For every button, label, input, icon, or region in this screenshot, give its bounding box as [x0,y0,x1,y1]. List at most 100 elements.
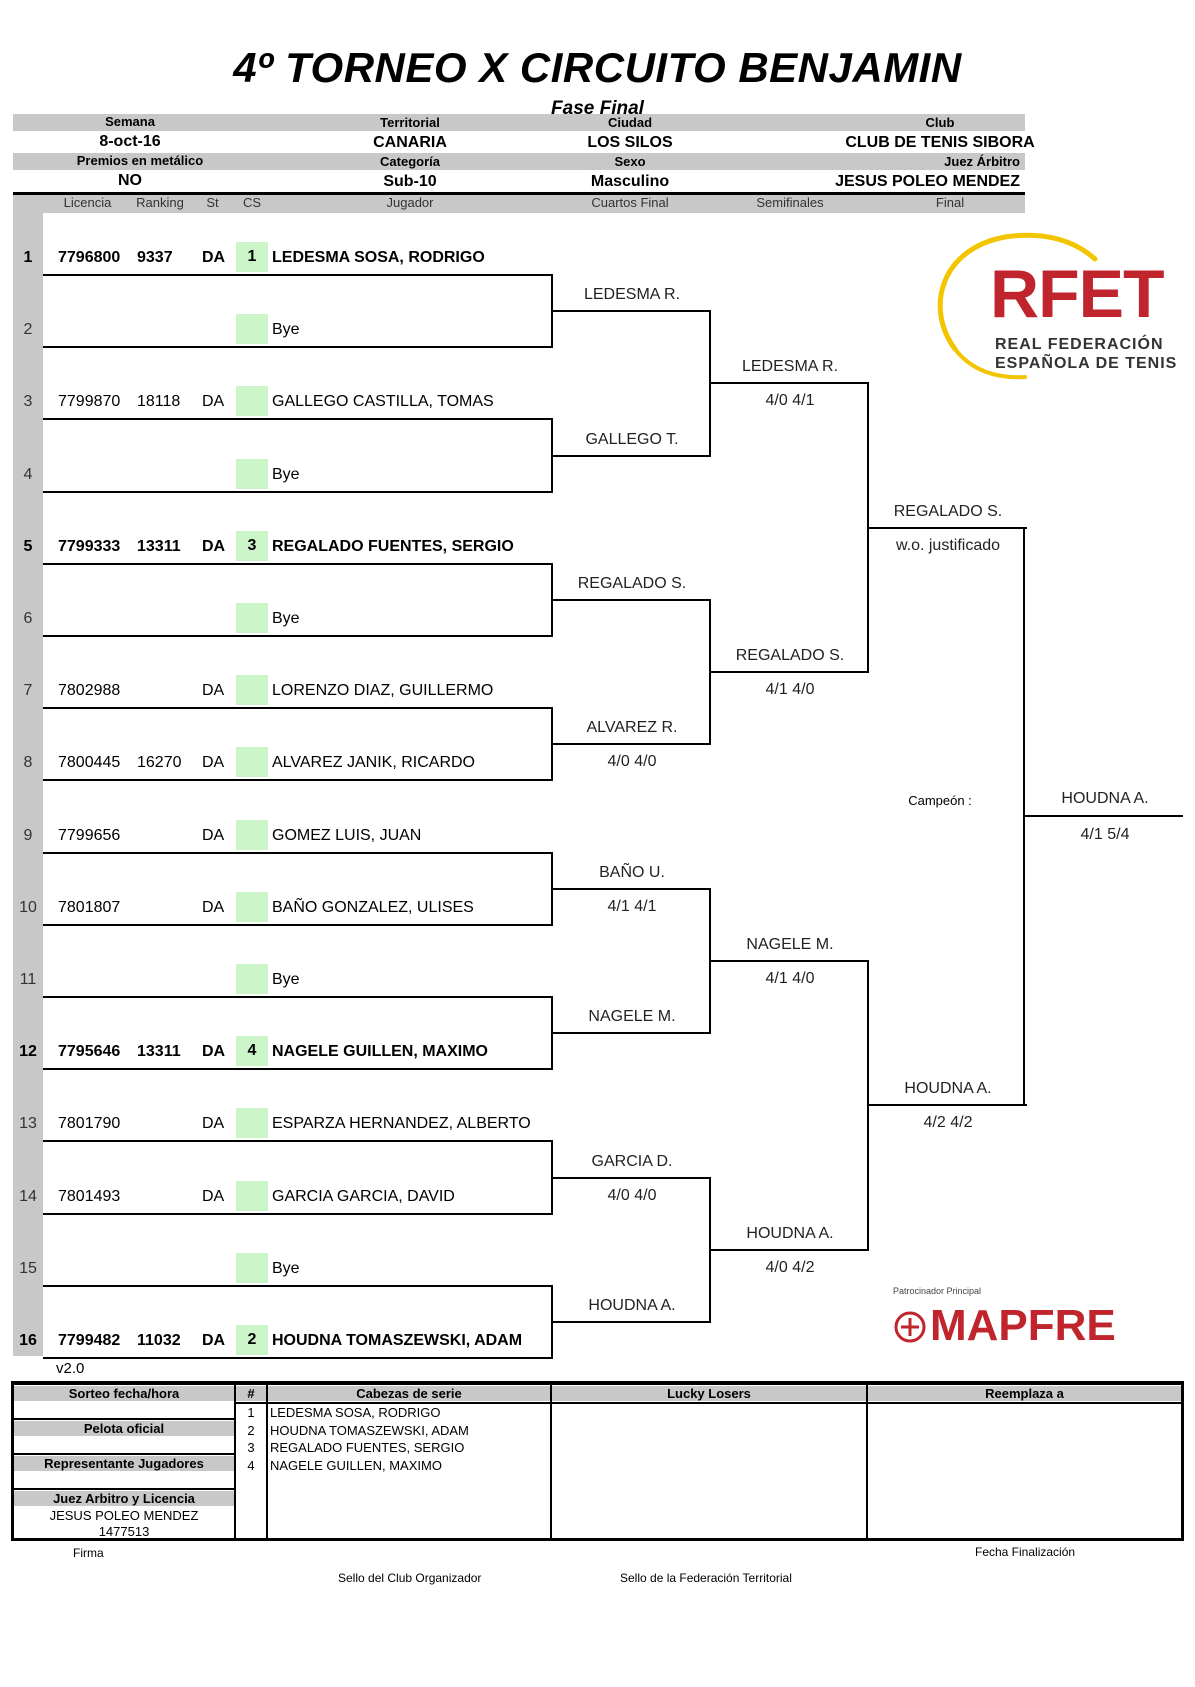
draw-position-number: 9 [23,826,33,844]
rfet-logo [925,229,1125,389]
mapfre-emblem-icon [893,1310,927,1344]
sf-winner: NAGELE M. [746,935,834,953]
col-final: Final [935,195,965,210]
qf-winner: LEDESMA R. [583,286,681,304]
player-line [43,923,553,926]
footer-juez-label: Juez Arbitro y Licencia [14,1491,234,1506]
player-seed [236,964,268,994]
bracket-connector [709,887,711,1035]
value-categoria: Sub-10 [383,173,437,190]
qf-line [553,1320,711,1323]
footer-col-divider-4 [866,1383,868,1539]
player-licencia: 7800445 [58,754,121,772]
player-licencia: 7801790 [58,1115,121,1133]
draw-position-number: 8 [23,754,33,772]
qf-line [553,454,711,457]
footer-sorteo-label: Sorteo fecha/hora [14,1386,234,1401]
draw-position-number: 16 [19,1332,37,1349]
player-seed: 3 [236,530,268,561]
col-semifinales: Semifinales [756,195,824,210]
player-seed [236,675,268,706]
draw-position-number: 10 [19,898,37,916]
seed-name: NAGELE GUILLEN, MAXIMO [270,1457,442,1473]
draw-position-number: 12 [19,1043,37,1061]
player-line [43,1357,553,1359]
sf-line [711,671,869,674]
draw-position-number: 7 [23,682,33,700]
qf-winner: HOUDNA A. [588,1296,676,1314]
footer-fecha-fin: Fecha Finalización [975,1545,1076,1559]
col-jugador: Jugador [386,195,434,210]
player-seed [236,386,268,417]
champion-line [1023,815,1183,817]
header-band-2 [13,153,1025,170]
label-categoria: Categoría [380,154,440,169]
seed-name: LEDESMA SOSA, RODRIGO [270,1405,441,1420]
player-seed [236,1108,268,1139]
value-ciudad: LOS SILOS [587,134,673,151]
player-licencia: 7799482 [58,1332,121,1349]
sf-line [711,1248,869,1251]
player-name: ESPARZA HERNANDEZ, ALBERTO [272,1115,531,1133]
player-name: REGALADO FUENTES, SERGIO [272,537,514,555]
seed-number: 2 [247,1422,255,1438]
player-status: DA [202,826,225,844]
player-licencia: 7799656 [58,826,121,844]
draw-position-bar [13,213,43,1356]
footer-sorteo-field[interactable] [14,1402,234,1420]
player-line [43,1068,553,1071]
final-score: 4/2 4/2 [923,1114,973,1132]
bracket-connector [709,310,711,457]
footer-representante-field[interactable] [14,1472,234,1490]
player-ranking: 11032 [137,1332,181,1349]
label-juez: Juez Árbitro [944,154,1020,169]
qf-line [553,598,711,601]
footer-header-line [236,1402,1181,1404]
player-line [43,490,553,493]
player-line [43,274,553,276]
champion-name: HOUDNA A. [1061,790,1149,807]
draw-position-number: 13 [19,1115,37,1133]
final-winner: HOUDNA A. [904,1080,992,1098]
player-name: BAÑO GONZALEZ, ULISES [272,898,474,916]
seed-number: 1 [247,1405,255,1420]
footer-pelota-field[interactable] [14,1437,234,1455]
footer-seed-num-header: # [236,1386,266,1401]
player-line [43,418,553,421]
player-status: DA [202,393,225,411]
draw-position-number: 4 [23,465,33,483]
player-status: DA [202,249,226,266]
version-label: v2.0 [56,1360,85,1377]
qf-winner: BAÑO U. [599,863,665,881]
player-name: GALLEGO CASTILLA, TOMAS [272,393,494,411]
footer-pelota-label: Pelota oficial [14,1421,234,1436]
col-cuartos: Cuartos Final [591,195,669,210]
footer-seeds-header: Cabezas de serie [268,1386,550,1401]
player-line [43,1284,553,1287]
player-licencia: 7801493 [58,1187,121,1205]
player-name: NAGELE GUILLEN, MAXIMO [272,1043,488,1061]
player-status: DA [202,1043,226,1061]
player-name: ALVAREZ JANIK, RICARDO [272,754,475,772]
qf-winner: REGALADO S. [577,574,687,592]
value-semana: 8-oct-16 [99,133,161,150]
draw-position-number: 3 [23,393,33,411]
player-licencia: 7801807 [58,898,121,916]
qf-score: 4/1 4/1 [607,897,657,915]
bracket-connector [551,996,553,1071]
qf-line [553,1176,711,1179]
seed-name: HOUDNA TOMASZEWSKI, ADAM [270,1422,469,1438]
value-sexo: Masculino [590,173,670,190]
player-licencia: 7795646 [58,1043,121,1061]
player-name: HOUDNA TOMASZEWSKI, ADAM [272,1332,523,1349]
player-name: Bye [272,321,300,339]
column-header-band [13,195,1025,213]
qf-line [553,743,711,746]
player-status: DA [202,1187,225,1205]
draw-position-number: 11 [19,971,37,988]
qf-line [553,310,711,313]
sf-score: 4/1 4/0 [765,681,815,699]
sf-line [711,959,869,962]
col-ranking: Ranking [136,195,184,210]
sf-score: 4/0 4/1 [765,392,815,410]
